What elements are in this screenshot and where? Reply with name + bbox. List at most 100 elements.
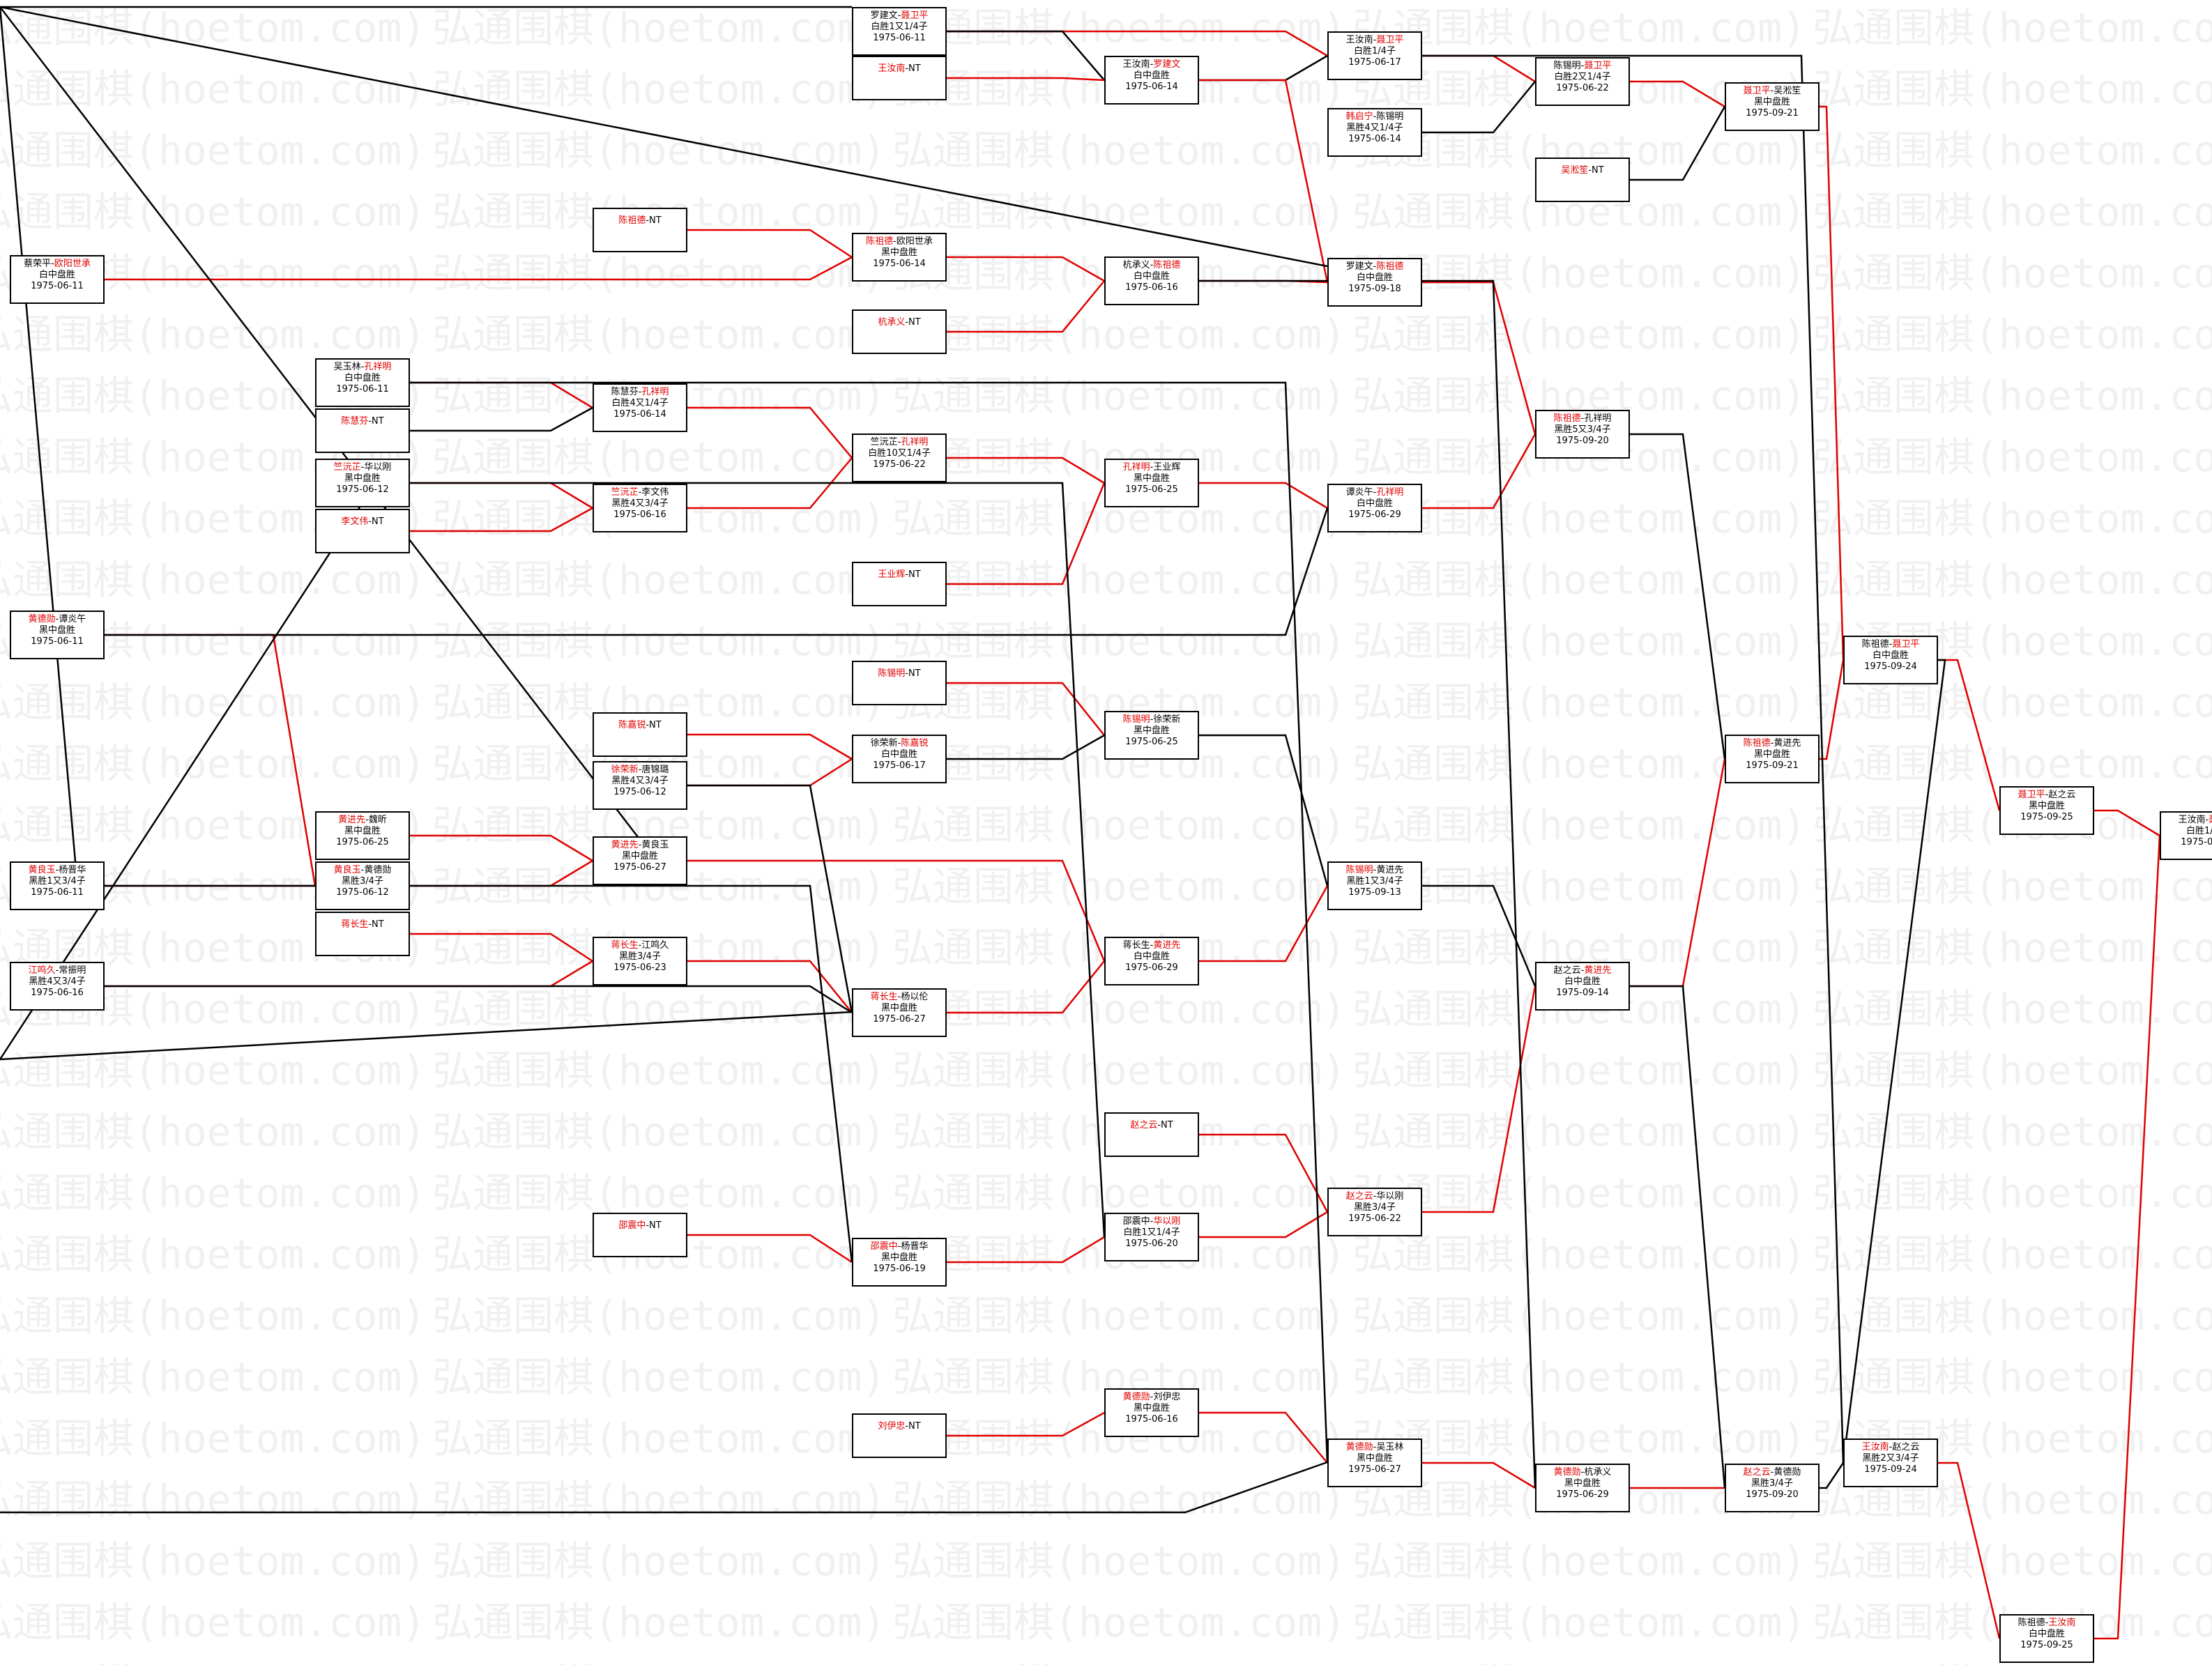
- player-a: 陈祖德: [618, 215, 646, 226]
- vs-dash: -: [1770, 738, 1774, 749]
- winner-connector: [947, 1411, 1105, 1437]
- loser-connector: [947, 30, 1105, 81]
- game-players: 蒋长生-江鸣久: [594, 940, 686, 951]
- game-result: 白胜1/4子: [2186, 826, 2212, 836]
- vs-dash: -: [2045, 1618, 2049, 1628]
- winner-connector: [687, 457, 853, 509]
- game-players: 陈嘉锐-NT: [594, 720, 686, 731]
- game-result: 黑胜1又3/4子: [29, 876, 86, 887]
- game-result: 白胜4又1/4子: [611, 398, 669, 408]
- winner-connector: [410, 933, 593, 962]
- player-a: 李文伟: [341, 516, 369, 527]
- loser-connector: [410, 406, 593, 432]
- player-a: 吴玉林: [333, 362, 361, 372]
- loser-connector: [105, 985, 853, 1014]
- player-a: 聂卫平: [1743, 86, 1771, 96]
- game-date: 1975-09-20: [1556, 436, 1609, 446]
- player-b: 吴玉林: [1376, 1442, 1404, 1452]
- game-players: 吴玉林-孔祥明: [316, 362, 409, 373]
- vs-dash: -NT: [905, 1421, 921, 1432]
- player-a: 江鸣久: [28, 965, 56, 976]
- game-date: 1975-06-17: [1348, 57, 1401, 68]
- game-players: 黄德勋-谭炎午: [11, 614, 103, 625]
- game-result: 黑中盘胜: [2028, 801, 2065, 811]
- player-a: 王汝南: [878, 63, 906, 74]
- game-date: 1975-06-20: [1125, 1238, 1178, 1249]
- game-date: 1975-06-29: [1348, 509, 1401, 520]
- winner-connector: [1938, 659, 2001, 811]
- vs-dash: -: [1373, 112, 1377, 122]
- game-players: 黄德勋-杭承义: [1536, 1467, 1629, 1478]
- vs-dash: -: [1373, 487, 1377, 498]
- player-a: 蒋长生: [1122, 940, 1150, 951]
- game-players: 陈祖德-黄进先: [1726, 738, 1818, 749]
- player-b: 赵之云: [2048, 790, 2076, 800]
- game-players: 陈祖德-欧阳世承: [853, 236, 945, 247]
- vs-dash: -: [1373, 261, 1377, 272]
- game-date: 1975-06-14: [1125, 82, 1178, 92]
- game-box: 吴淞笙-NT: [1535, 158, 1630, 202]
- game-date: 1975-06-12: [613, 787, 666, 797]
- player-a: 赵之云: [1743, 1467, 1771, 1478]
- player-b: 杨晋华: [901, 1241, 929, 1252]
- player-a: 邵震中: [870, 1241, 898, 1252]
- loser-connector: [687, 784, 853, 1013]
- game-date: 1975-06-25: [1125, 484, 1178, 495]
- player-a: 邵震中: [618, 1220, 646, 1231]
- winner-connector: [687, 733, 853, 760]
- game-result: 黑中盘胜: [1564, 1478, 1601, 1489]
- player-a: 陈祖德: [1553, 413, 1581, 424]
- loser-connector: [105, 884, 853, 1263]
- game-players: 陈慧芬-NT: [316, 416, 409, 427]
- player-a: 陈锡明: [878, 668, 906, 679]
- vs-dash: -: [1889, 639, 1893, 650]
- winner-connector: [687, 859, 1106, 962]
- winner-connector: [1422, 433, 1536, 509]
- loser-connector: [1422, 81, 1536, 134]
- player-b: 孔祥明: [364, 362, 392, 372]
- loser-connector: [1199, 734, 1329, 887]
- game-result: 白胜10又1/4子: [868, 448, 931, 459]
- game-result: 白胜1/4子: [1354, 46, 1396, 56]
- vs-dash: -: [1373, 1191, 1377, 1202]
- loser-connector: [1422, 54, 1845, 1464]
- player-b: 欧阳世承: [896, 236, 933, 247]
- player-b: 陈锡明: [1376, 112, 1404, 122]
- game-players: 竺沅芷-李文伟: [594, 487, 686, 498]
- winner-connector: [2094, 809, 2160, 837]
- player-a: 黄德勋: [28, 614, 56, 624]
- vs-dash: -: [1580, 965, 1585, 976]
- game-result: 黑胜2又3/4子: [1862, 1453, 1919, 1464]
- player-b: 聂卫平: [901, 10, 929, 21]
- game-players: 陈祖德-孔祥明: [1536, 413, 1629, 424]
- loser-connector: [0, 459, 392, 1060]
- winner-connector: [947, 456, 1105, 484]
- game-date: 1975-06-16: [1125, 1414, 1178, 1425]
- game-box: 王汝南-NT: [852, 56, 947, 100]
- vs-dash: -: [638, 840, 642, 850]
- winner-connector: [947, 256, 1105, 282]
- player-a: 竺沅芷: [611, 487, 639, 498]
- winner-connector: [947, 482, 1106, 585]
- game-players: 王汝南-罗建文: [1106, 59, 1198, 70]
- loser-connector: [0, 6, 77, 862]
- vs-dash: -: [360, 462, 365, 473]
- game-result: 黑中盘胜: [1133, 726, 1170, 736]
- vs-dash: -: [897, 1241, 901, 1252]
- vs-dash: -: [360, 362, 365, 372]
- player-b: 杭承义: [1584, 1467, 1612, 1478]
- vs-dash: -: [638, 387, 642, 397]
- player-b: 陈祖德: [1376, 261, 1404, 272]
- player-a: 竺沅芷: [333, 462, 361, 473]
- winner-connector: [410, 834, 593, 862]
- player-b: 黄进先: [1376, 865, 1404, 875]
- game-date: 1975-06-27: [1348, 1464, 1401, 1475]
